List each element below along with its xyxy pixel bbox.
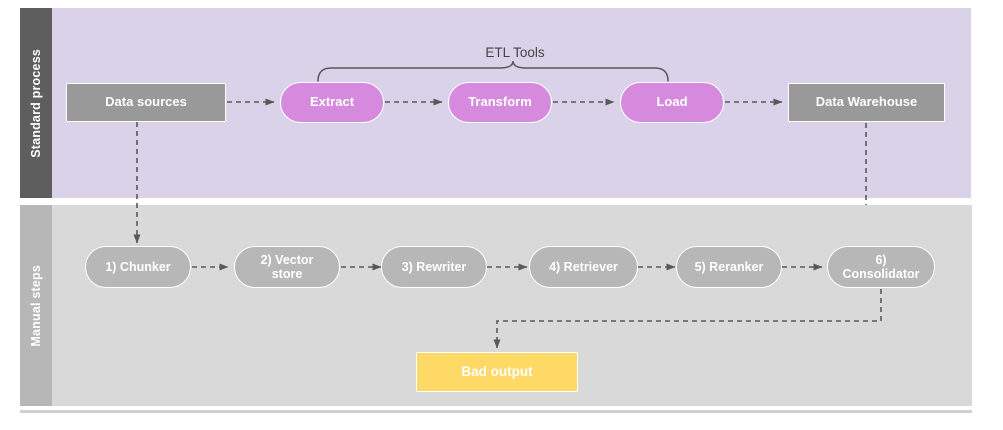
node-reranker[interactable]: 5) Reranker bbox=[676, 246, 782, 288]
node-data-warehouse[interactable]: Data Warehouse bbox=[788, 83, 945, 122]
node-chunker[interactable]: 1) Chunker bbox=[85, 246, 191, 288]
lane-header-manual-steps-text: Manual steps bbox=[29, 264, 43, 347]
node-consolidator[interactable]: 6) Consolidator bbox=[827, 246, 935, 288]
node-transform[interactable]: Transform bbox=[448, 82, 552, 123]
node-data-sources[interactable]: Data sources bbox=[66, 83, 226, 122]
node-load[interactable]: Load bbox=[620, 82, 724, 123]
node-extract[interactable]: Extract bbox=[280, 82, 384, 123]
footer-divider bbox=[20, 410, 972, 413]
node-retriever[interactable]: 4) Retriever bbox=[529, 246, 638, 288]
node-vector-store[interactable]: 2) Vector store bbox=[234, 246, 340, 288]
lane-header-standard-process-text: Standard process bbox=[29, 48, 43, 158]
node-rewriter[interactable]: 3) Rewriter bbox=[381, 246, 487, 288]
node-bad-output[interactable]: Bad output bbox=[416, 352, 578, 392]
etl-tools-label: ETL Tools bbox=[485, 45, 545, 60]
lane-header-standard-process: Standard process bbox=[20, 8, 52, 198]
lane-header-manual-steps: Manual steps bbox=[20, 205, 52, 406]
